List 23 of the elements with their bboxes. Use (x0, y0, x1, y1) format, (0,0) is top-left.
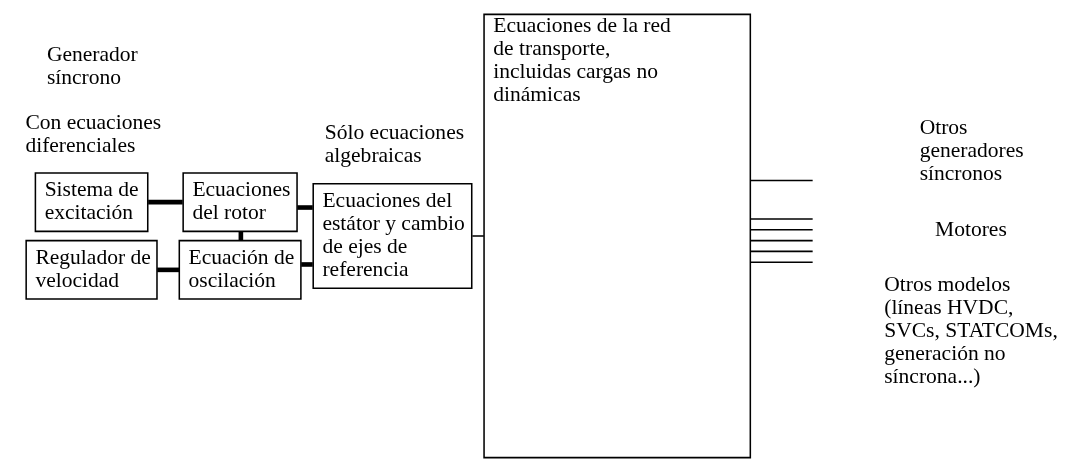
connector (749, 179, 813, 182)
connector (296, 205, 313, 210)
label: Generador síncrono (46, 41, 138, 89)
label: Otros modelos (líneas HVDC, SVCs, STATCOMs, generación no síncrona...) (883, 271, 1058, 389)
label: Motores (934, 216, 1007, 241)
node-box: Regulador de velocidad (24, 239, 158, 300)
connector (147, 199, 183, 205)
node-box: Ecuaciones del rotor (181, 172, 298, 233)
node-box: Ecuación de oscilación (178, 239, 302, 300)
connector (749, 218, 813, 220)
connector (471, 235, 485, 237)
connector (300, 262, 313, 267)
connector (749, 250, 813, 253)
node-box: Sistema de excitación (34, 172, 148, 233)
label: Otros generadores síncronos (919, 114, 1024, 186)
node-box: Ecuaciones del estátor y cambio de ejes de referencia (311, 182, 472, 290)
label: Sólo ecuaciones algebraicas (324, 120, 464, 168)
connector (156, 267, 179, 273)
connector (749, 239, 813, 242)
connector (749, 261, 813, 263)
label: Con ecuaciones diferenciales (24, 109, 161, 157)
connector (749, 229, 813, 231)
node-box: Ecuaciones de la red de transporte, incluidas cargas no dinámicas (482, 13, 751, 459)
